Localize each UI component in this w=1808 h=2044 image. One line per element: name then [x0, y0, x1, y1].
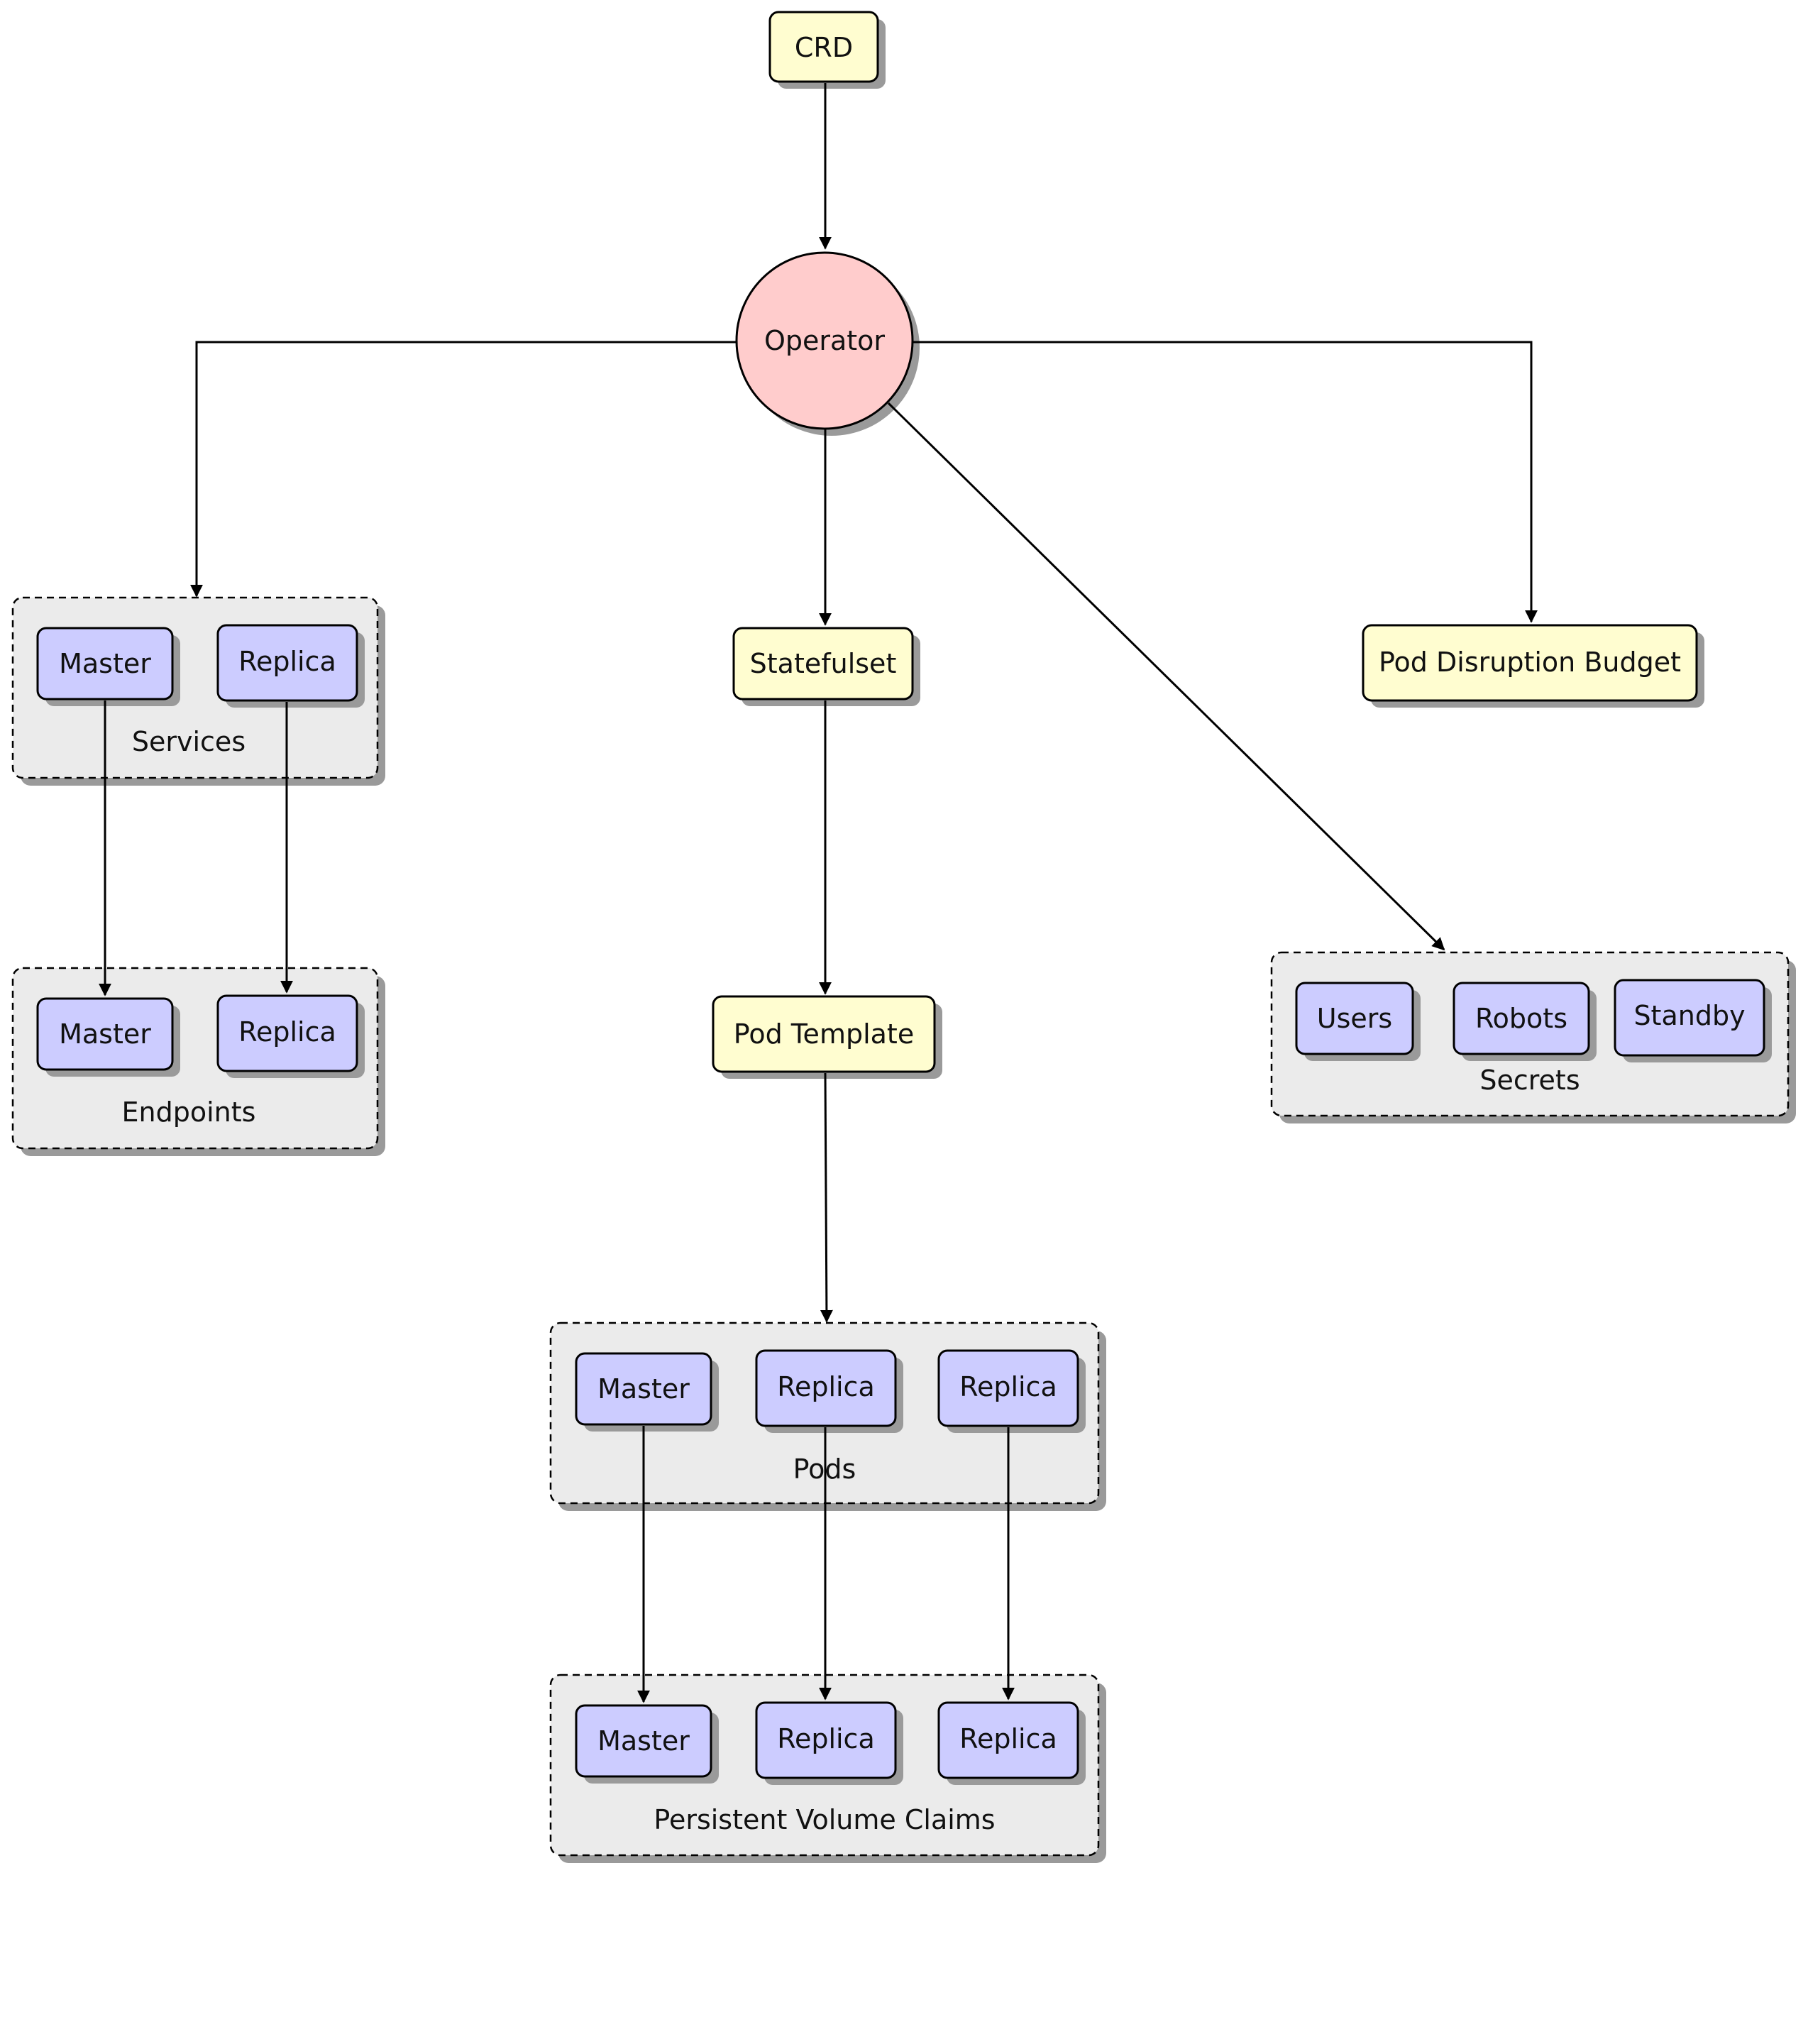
- services-replica-label: Replica: [238, 646, 336, 677]
- services-master-label: Master: [59, 648, 151, 679]
- pod-template-label: Pod Template: [734, 1018, 914, 1050]
- edge-podtemplate-pods: [820, 1072, 833, 1323]
- secrets-users-label: Users: [1317, 1003, 1392, 1034]
- pod-template-node: Pod Template: [712, 995, 942, 1079]
- endpoints-master-label: Master: [59, 1018, 151, 1050]
- edges: [99, 83, 1538, 1703]
- secrets-standby-label: Standby: [1633, 1000, 1745, 1031]
- statefulset-label: Statefulset: [750, 648, 897, 679]
- pods-master-node: Master: [575, 1352, 719, 1432]
- secrets-label: Secrets: [1479, 1065, 1580, 1096]
- pvcs-replica-2-node: Replica: [937, 1701, 1086, 1785]
- pods-replica-1-node: Replica: [755, 1349, 903, 1433]
- pvcs-replica-2-label: Replica: [959, 1723, 1057, 1754]
- statefulset-node: Statefulset: [732, 627, 920, 706]
- services-label: Services: [132, 726, 246, 757]
- edge-operator-services: [190, 341, 737, 598]
- secrets-users-node: Users: [1295, 982, 1421, 1061]
- crd-node: CRD: [768, 11, 886, 89]
- operator-label: Operator: [764, 325, 885, 356]
- endpoints-replica-label: Replica: [238, 1016, 336, 1048]
- pvcs-label: Persistent Volume Claims: [654, 1804, 995, 1835]
- pvcs-replica-1-label: Replica: [777, 1723, 875, 1754]
- crd-label: CRD: [795, 32, 853, 63]
- pvcs-master-node: Master: [575, 1704, 719, 1784]
- pods-replica-2-label: Replica: [959, 1371, 1057, 1402]
- services-master-node: Master: [36, 627, 180, 706]
- secrets-robots-label: Robots: [1475, 1003, 1567, 1034]
- pdb-node: Pod Disruption Budget: [1362, 624, 1704, 708]
- secrets-standby-node: Standby: [1614, 979, 1772, 1062]
- pods-master-label: Master: [597, 1373, 690, 1405]
- endpoints-label: Endpoints: [122, 1097, 256, 1128]
- edge-operator-secrets: [887, 402, 1445, 951]
- services-replica-node: Replica: [216, 624, 365, 708]
- pvcs-replica-1-node: Replica: [755, 1701, 903, 1785]
- pods-replica-2-node: Replica: [937, 1349, 1086, 1433]
- pdb-label: Pod Disruption Budget: [1379, 647, 1681, 678]
- endpoints-replica-node: Replica: [216, 994, 365, 1078]
- pvcs-master-label: Master: [597, 1725, 690, 1757]
- operator-node: Operator: [735, 251, 920, 436]
- endpoints-master-node: Master: [36, 997, 180, 1077]
- pods-replica-1-label: Replica: [777, 1371, 875, 1402]
- secrets-robots-node: Robots: [1453, 982, 1597, 1061]
- edge-operator-pdb: [913, 341, 1538, 623]
